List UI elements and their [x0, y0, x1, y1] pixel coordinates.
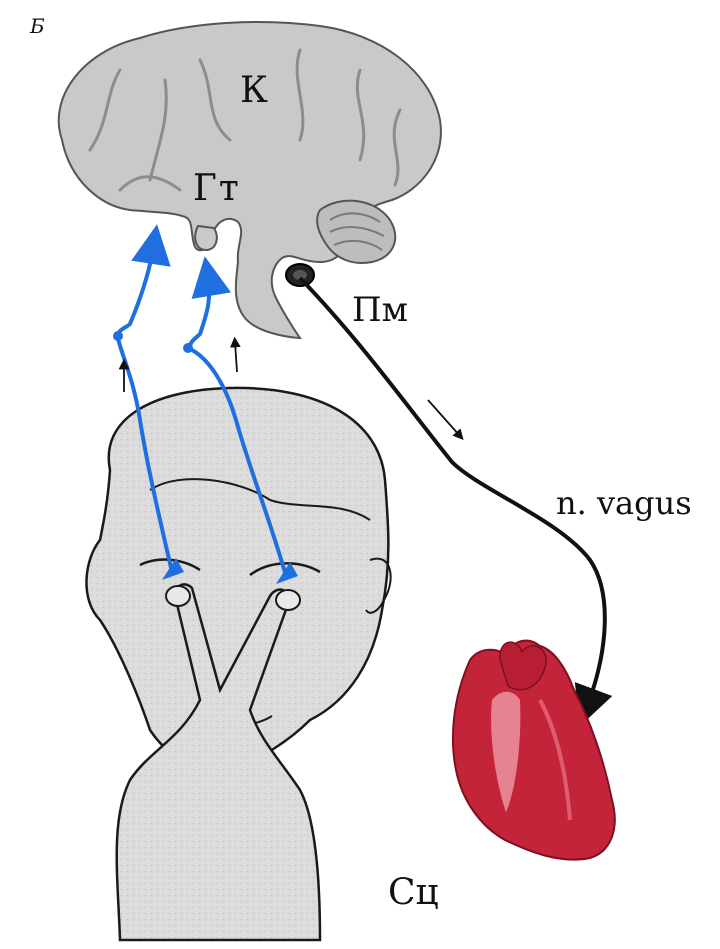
heart-label: Сц [388, 872, 439, 913]
direction-arrow-right [235, 342, 237, 372]
pituitary [195, 226, 217, 250]
head [86, 388, 390, 940]
left-ganglion [113, 331, 123, 341]
panel-label: Б [30, 14, 45, 38]
right-ganglion [183, 343, 193, 353]
direction-arrow-vagus [428, 400, 460, 436]
heart [453, 641, 615, 860]
left-fingertip [166, 586, 190, 606]
vagus-label: n. vagus [556, 484, 692, 522]
hypothalamus-label: Гт [193, 168, 241, 209]
cortex-label: К [240, 70, 268, 111]
right-fingertip [276, 590, 300, 610]
medulla-label: Пм [352, 290, 408, 330]
